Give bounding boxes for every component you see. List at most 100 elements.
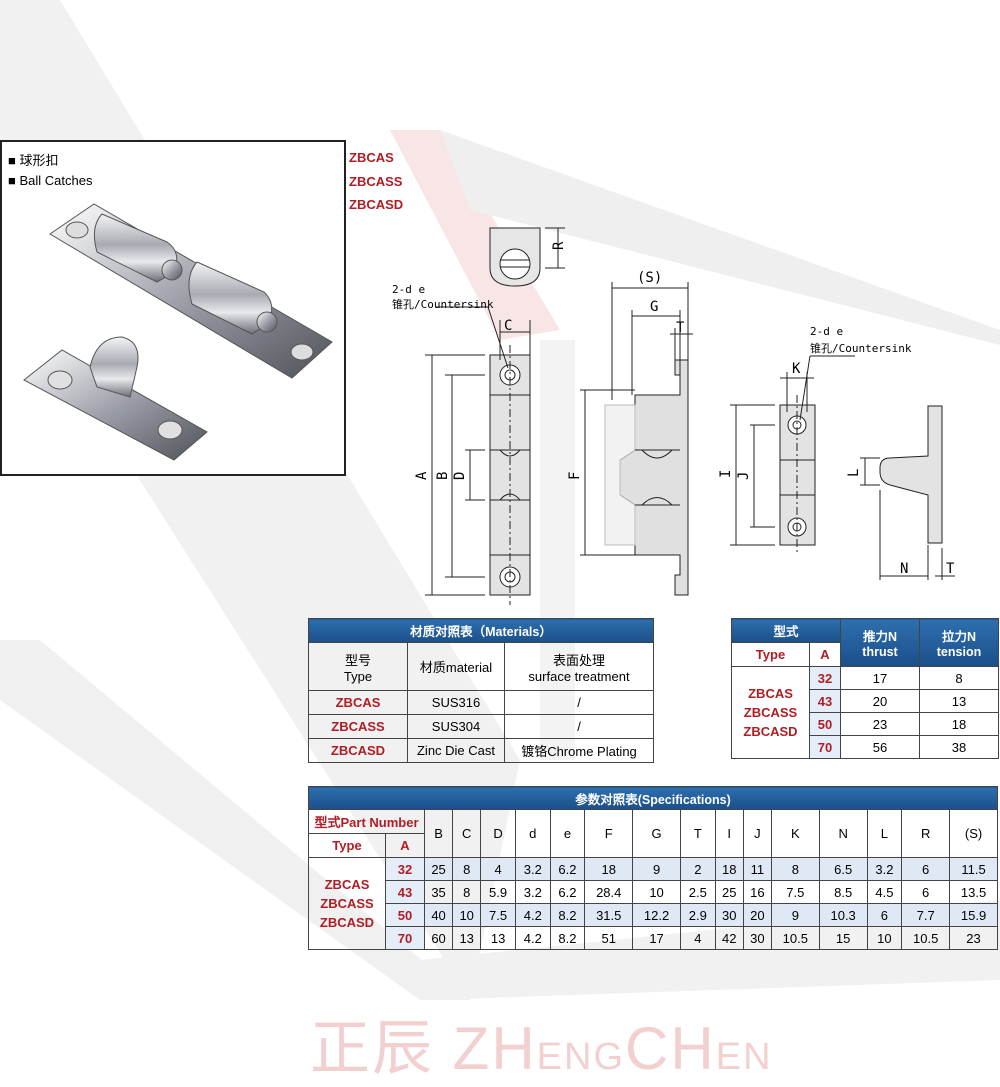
cell-value: 10.5 xyxy=(901,926,951,950)
specs-column-header: (S) xyxy=(949,809,998,858)
type-name: ZBCASD xyxy=(319,915,375,930)
type-name: ZBCASS xyxy=(743,705,798,720)
specs-column-header: L xyxy=(866,809,903,858)
cell-value: 8 xyxy=(452,857,482,881)
dim-label-a: A xyxy=(414,471,430,480)
materials-col-treatment-cn: 表面处理 xyxy=(552,652,605,668)
materials-col-type-cn: 型号 xyxy=(344,652,371,668)
dim-label-j: J xyxy=(736,472,752,480)
table-row: ZBCAS SUS316 / xyxy=(308,690,654,715)
cell-value: 4.5 xyxy=(866,880,903,904)
cell-value: 6.5 xyxy=(818,857,868,881)
cell-value: 17 xyxy=(632,926,681,950)
cell-type: ZBCASS xyxy=(308,714,408,739)
specs-column-header: G xyxy=(632,809,681,858)
cell-value: 7.5 xyxy=(770,880,820,904)
cell-value: 5.9 xyxy=(480,880,516,904)
cell-value: 10 xyxy=(452,903,482,927)
cell-value: 6 xyxy=(901,857,951,881)
cell-value: 3.2 xyxy=(514,857,551,881)
materials-col-material: 材质material xyxy=(407,642,505,691)
type-name: ZBCASD xyxy=(743,724,798,739)
specs-column-header: I xyxy=(714,809,744,858)
cell-value: 20 xyxy=(742,903,772,927)
force-type-subheader: Type xyxy=(731,642,810,667)
cell-treatment: 镀铬Chrome Plating xyxy=(504,738,654,763)
specs-column-header: T xyxy=(679,809,716,858)
dim-label-g: G xyxy=(650,299,658,315)
cell-value: 8 xyxy=(452,880,482,904)
cell-value: 3.2 xyxy=(514,880,551,904)
cell-material: SUS316 xyxy=(407,690,505,715)
cell-value: 2.9 xyxy=(679,903,716,927)
cell-value: 51 xyxy=(584,926,634,950)
cell-value: 25 xyxy=(714,880,744,904)
cell-value: 6.2 xyxy=(549,857,586,881)
cell-value: 6.2 xyxy=(549,880,586,904)
dim-label-t2: T xyxy=(946,561,955,577)
cell-value: 6 xyxy=(901,880,951,904)
cell-value: 10.3 xyxy=(818,903,868,927)
cell-value: 7.7 xyxy=(901,903,951,927)
cell-value: 16 xyxy=(742,880,772,904)
cell-material: SUS304 xyxy=(407,714,505,739)
dim-label-i: I xyxy=(718,470,734,478)
cell-treatment: / xyxy=(504,690,654,715)
photo-label-cn: ■ 球形扣 xyxy=(8,153,59,168)
model-name: ZBCAS xyxy=(349,150,394,165)
dim-label-k: K xyxy=(792,361,801,377)
dim-label-f: F xyxy=(567,472,583,480)
specs-title: 参数对照表(Specifications) xyxy=(308,786,998,810)
cell-value: 13.5 xyxy=(949,880,998,904)
specs-column-header: N xyxy=(818,809,868,858)
table-row: 43 20 13 xyxy=(732,689,999,713)
technical-drawing: R (S) G T C A B D F I J K L N T 2-d e 锥孔… xyxy=(392,227,955,605)
cell-value: 25 xyxy=(423,857,454,881)
watermark-letters: EN xyxy=(715,1036,773,1078)
cell-value: 12.2 xyxy=(632,903,681,927)
specs-column-header: R xyxy=(901,809,951,858)
cell-value: 60 xyxy=(423,926,454,950)
force-type-header: 型式 xyxy=(731,618,841,643)
cell-tension: 13 xyxy=(919,689,999,713)
cell-value: 13 xyxy=(480,926,516,950)
product-photo-panel: ■ 球形扣 ■ Ball Catches xyxy=(0,140,346,476)
cell-value: 4 xyxy=(480,857,516,881)
table-row: ZBCASS SUS304 / xyxy=(308,714,654,739)
cell-thrust: 20 xyxy=(840,689,920,713)
cell-value: 7.5 xyxy=(480,903,516,927)
cell-value: 11.5 xyxy=(949,857,998,881)
cell-value: 10 xyxy=(632,880,681,904)
specs-column-header: d xyxy=(514,809,551,858)
countersink-note-2a: 2-d e xyxy=(810,325,843,338)
cell-value: 11 xyxy=(742,857,772,881)
force-tension-en: tension xyxy=(936,645,982,659)
cell-tension: 18 xyxy=(919,712,999,736)
cell-tension: 8 xyxy=(919,666,999,690)
force-tension-cn: 拉力N xyxy=(941,630,977,644)
cell-value: 40 xyxy=(423,903,454,927)
cell-a: 32 xyxy=(385,857,425,881)
specs-column-header: B xyxy=(423,809,454,858)
cell-value: 9 xyxy=(770,903,820,927)
cell-value: 30 xyxy=(714,903,744,927)
dim-label-s: (S) xyxy=(637,270,662,286)
cell-value: 15.9 xyxy=(949,903,998,927)
cell-value: 23 xyxy=(949,926,998,950)
force-thrust-en: thrust xyxy=(862,645,898,659)
cell-value: 2 xyxy=(679,857,716,881)
watermark-letter: C xyxy=(625,1015,671,1082)
specs-column-header: e xyxy=(549,809,586,858)
cell-thrust: 56 xyxy=(840,735,920,759)
cell-value: 4.2 xyxy=(514,903,551,927)
cell-value: 8.2 xyxy=(549,926,586,950)
table-row: 70 56 38 xyxy=(732,735,999,759)
dim-label-d: D xyxy=(452,472,468,480)
cell-a: 70 xyxy=(809,735,841,759)
watermark-letters: ENG xyxy=(536,1036,626,1078)
